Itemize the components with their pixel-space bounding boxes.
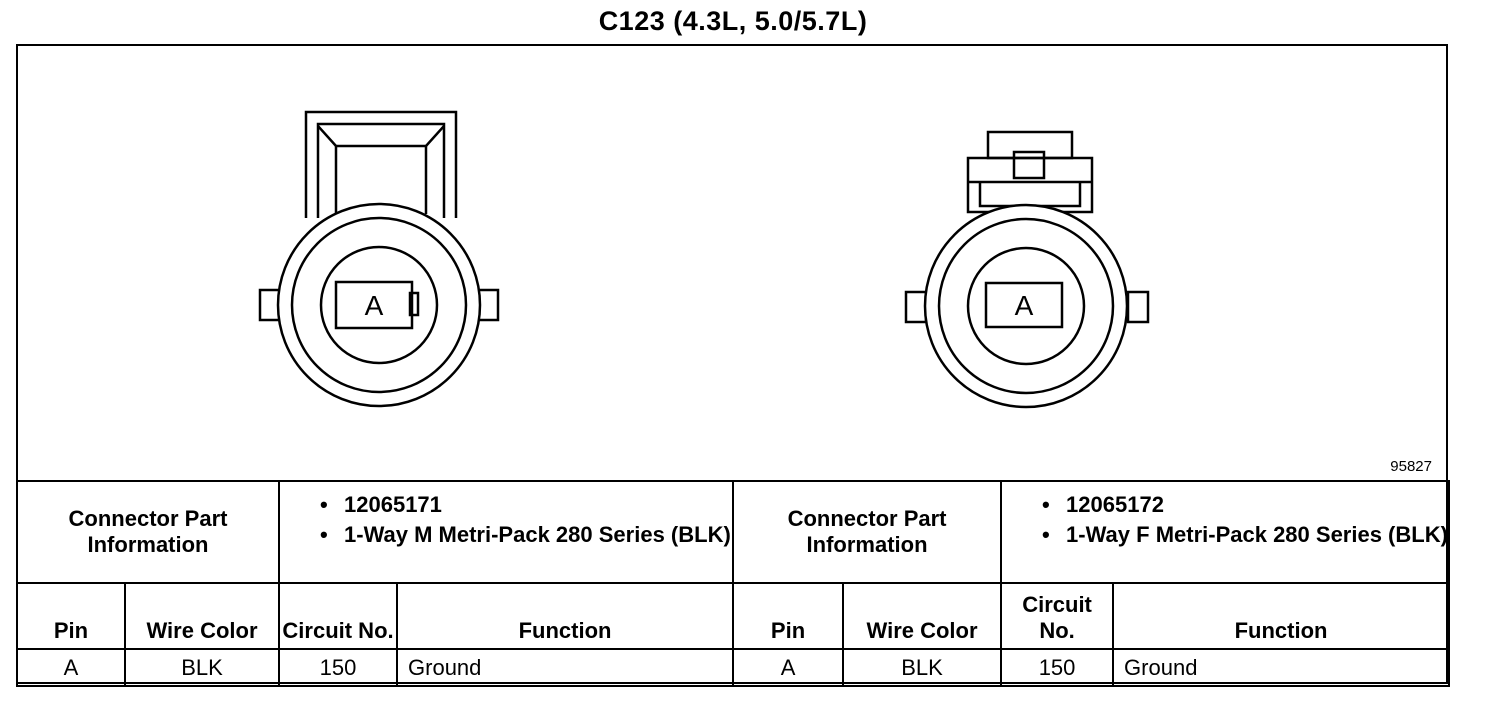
col-function-right: Function	[1112, 582, 1451, 650]
female-pin-label: A	[1015, 290, 1034, 321]
cell-pin-right: A	[732, 648, 845, 687]
part-number-left: 12065171	[320, 490, 732, 520]
part-info-label-left: Connector Part Information	[15, 480, 281, 584]
part-info-left: 12065171 1-Way M Metri-Pack 280 Series (…	[278, 480, 735, 584]
column-header-row: Pin Wire Color Circuit No. Function Pin …	[16, 582, 1451, 650]
part-info-row: Connector Part Information 12065171 1-Wa…	[15, 480, 1451, 584]
part-info-right: 12065172 1-Way F Metri-Pack 280 Series (…	[1000, 480, 1451, 584]
col-circuit-left: Circuit No.	[278, 582, 399, 650]
col-wire-color-right: Wire Color	[842, 582, 1003, 650]
part-desc-right: 1-Way F Metri-Pack 280 Series (BLK)	[1042, 520, 1448, 550]
cell-wire-color-left: BLK	[123, 648, 281, 687]
col-wire-color-left: Wire Color	[123, 582, 281, 650]
part-desc-left: 1-Way M Metri-Pack 280 Series (BLK)	[320, 520, 732, 550]
figure-number: 95827	[1390, 458, 1432, 475]
table-row: A BLK 150 Ground A BLK 150 Ground	[16, 648, 1451, 687]
cell-function-left: Ground	[396, 648, 735, 687]
male-connector-drawing	[258, 110, 500, 408]
col-pin-left: Pin	[16, 582, 126, 650]
connector-info-table: Connector Part Information 12065171 1-Wa…	[15, 480, 1451, 687]
diagram-title: C123 (4.3L, 5.0/5.7L)	[598, 6, 868, 36]
male-pin-label: A	[365, 290, 384, 321]
diagram-frame: A A 95827 Connector Part Information 120…	[15, 44, 1451, 687]
cell-circuit-right: 150	[1000, 648, 1115, 687]
cell-circuit-left: 150	[278, 648, 399, 687]
cell-pin-left: A	[16, 648, 126, 687]
part-number-right: 12065172	[1042, 490, 1448, 520]
part-info-label-right: Connector Part Information	[732, 480, 1003, 584]
col-pin-right: Pin	[732, 582, 845, 650]
col-circuit-right: Circuit No.	[1000, 582, 1115, 650]
col-function-left: Function	[396, 582, 735, 650]
cell-wire-color-right: BLK	[842, 648, 1003, 687]
female-connector-drawing	[904, 130, 1150, 409]
cell-function-right: Ground	[1112, 648, 1451, 687]
connector-drawings: A A	[258, 110, 1150, 409]
